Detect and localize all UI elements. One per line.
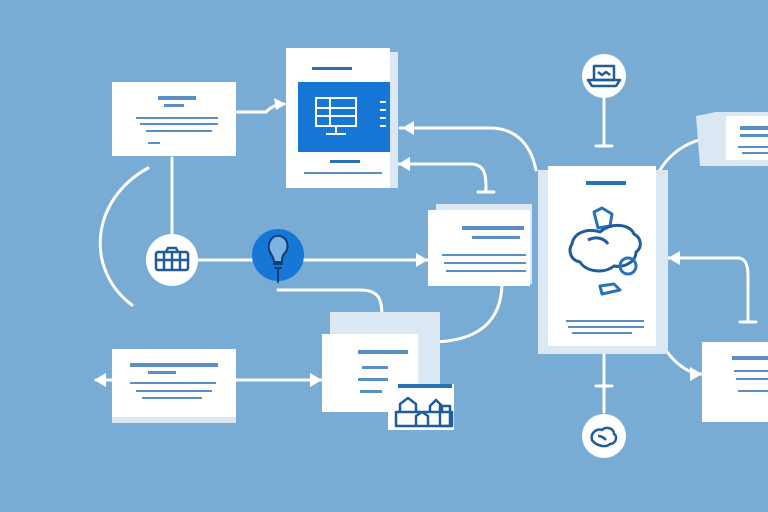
connector-monitor-hub: [398, 126, 538, 172]
node-toolbox: [146, 234, 198, 286]
connectors: [94, 94, 758, 414]
card-bottom-right: [702, 342, 768, 422]
arrowhead-bottomleft-left: [94, 373, 106, 387]
card-center-left: [428, 204, 532, 286]
brain-icon: [590, 426, 618, 448]
arrowhead-note-monitor: [274, 98, 286, 110]
arrowhead-row-midcard: [416, 253, 428, 267]
toolbox-icon: [154, 246, 190, 272]
card-top-left-note: [112, 82, 236, 156]
card-bottom-left: [112, 349, 236, 423]
card-monitor: [286, 48, 398, 188]
arrowhead-hub-right: [668, 251, 680, 265]
card-top-right: [696, 112, 768, 166]
connector-monitor-midcard: [396, 162, 488, 194]
node-brain: [582, 414, 626, 458]
connector-left-arc: [98, 166, 150, 307]
node-laptop: [582, 54, 626, 98]
connector-midcard-bottom: [428, 280, 504, 344]
lightbulb-icon: [267, 234, 289, 283]
connector-hub-right: [666, 256, 750, 324]
card-castle: [388, 384, 454, 430]
castle-icon: [394, 396, 454, 428]
arrowhead-midcard-node: [398, 157, 410, 171]
arrowhead-bottomleft-center: [310, 373, 322, 387]
arrowhead-monitor-hub: [402, 121, 414, 135]
card-central-hub: [538, 166, 668, 354]
laptop-icon: [586, 64, 622, 88]
monitor-icon: [315, 97, 386, 135]
brain-gear-icon: [568, 206, 642, 296]
node-lightbulb: [252, 229, 304, 283]
arrowhead-hub-bottomright: [690, 367, 702, 381]
